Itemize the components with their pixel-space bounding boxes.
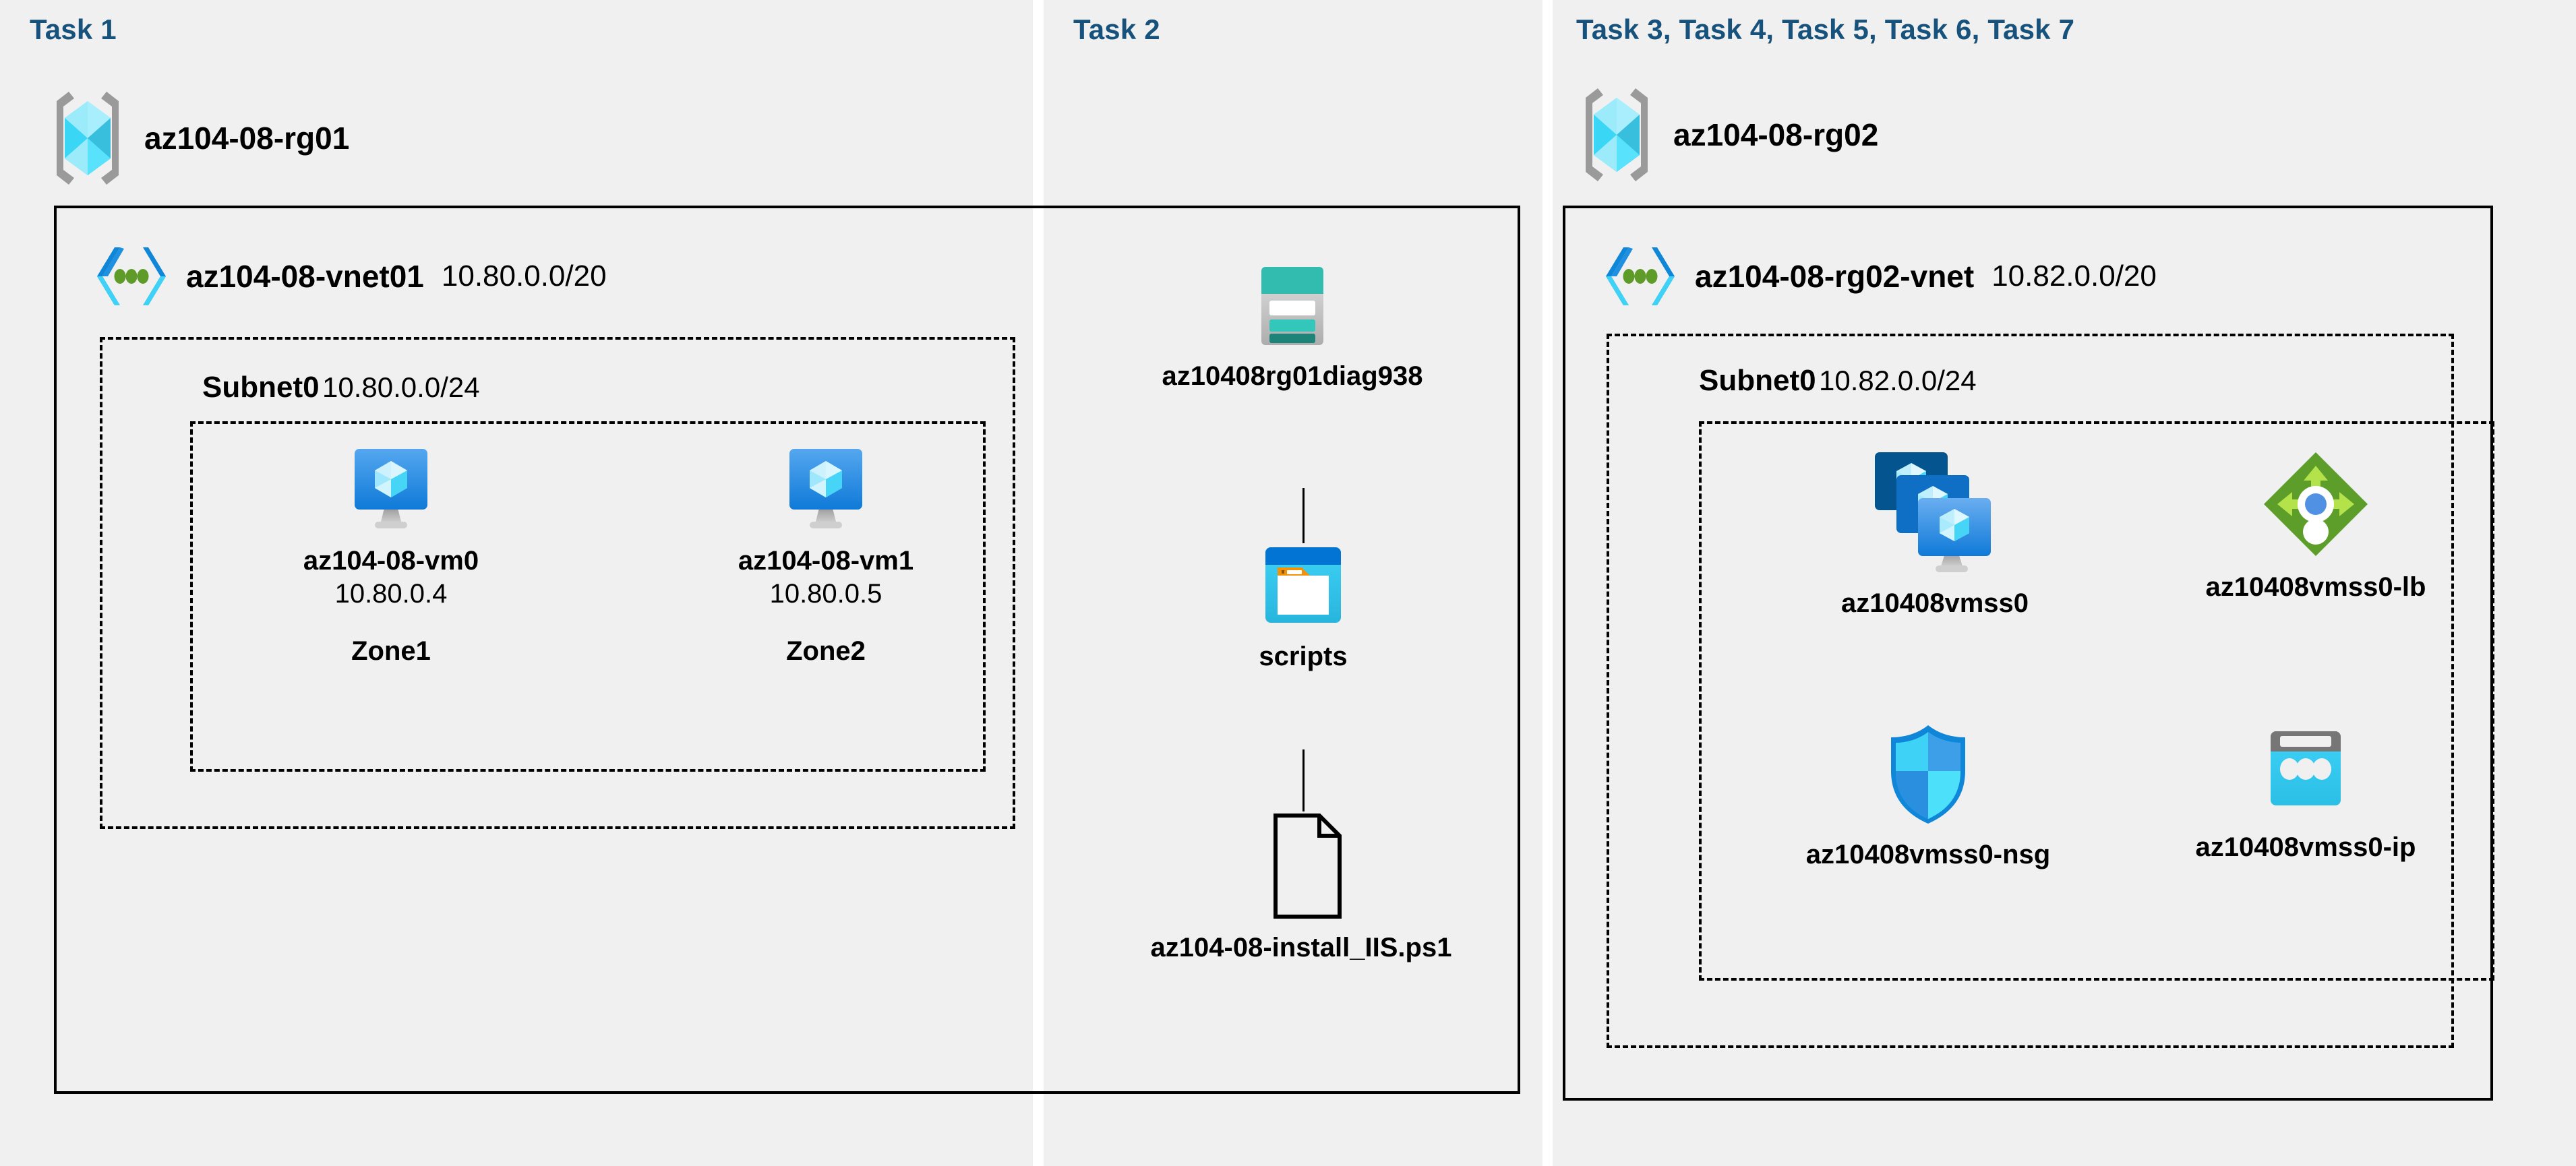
task1-vm0-zone: Zone1 <box>351 636 431 666</box>
task3-7-resource-group[interactable]: az104-08-rg02 <box>1578 84 1878 185</box>
task1-vm0-name: az104-08-vm0 <box>303 546 479 576</box>
task2-connector-container-to-file <box>1302 749 1305 811</box>
task3-7-vmss-name: az10408vmss0 <box>1840 588 2029 618</box>
task3-7-resources-box <box>1699 421 2494 981</box>
task2-storage-account-node[interactable]: az10408rg01diag938 <box>1162 263 1422 392</box>
task3-7-public-ip-node[interactable]: az10408vmss0-ip <box>2144 725 2467 863</box>
task3-7-vnet-cidr: 10.82.0.0/20 <box>1991 259 2157 293</box>
task1-subnet-box <box>100 337 1015 829</box>
network-security-group-icon <box>1884 721 1972 828</box>
task3-7-subnet-header: Subnet0 10.82.0.0/24 <box>1699 364 1977 398</box>
task1-resource-group-name: az104-08-rg01 <box>144 121 350 156</box>
task2-file-name: az104-08-install_IIS.ps1 <box>1150 933 1452 962</box>
task2-label: Task 2 <box>1073 13 1160 45</box>
task2-connector-storage-to-container <box>1302 488 1305 543</box>
task1-vm1-name: az104-08-vm1 <box>738 546 914 576</box>
task1-panel <box>0 0 1033 1166</box>
task3-7-label: Task 3, Task 4, Task 5, Task 6, Task 7 <box>1576 13 2075 45</box>
task3-7-vnet-name: az104-08-rg02-vnet <box>1695 259 1975 294</box>
task3-7-public-ip-name: az10408vmss0-ip <box>2195 832 2416 862</box>
virtual-machine-icon <box>785 445 866 534</box>
task1-vnet-box <box>54 206 1520 1094</box>
virtual-machine-icon <box>351 445 431 534</box>
task3-7-nsg-name: az10408vmss0-nsg <box>1805 840 2051 869</box>
file-document-icon <box>1257 811 1345 921</box>
task2-storage-account-name: az10408rg01diag938 <box>1162 361 1423 391</box>
task1-vm0-ip: 10.80.0.4 <box>334 579 448 609</box>
resource-group-icon <box>1578 84 1656 185</box>
task3-7-resource-group-name: az104-08-rg02 <box>1673 117 1879 152</box>
load-balancer-icon <box>2260 448 2372 560</box>
virtual-network-icon <box>1603 239 1677 313</box>
blob-container-icon <box>1260 543 1346 630</box>
task1-subnet-header: Subnet0 10.80.0.0/24 <box>202 371 480 404</box>
task1-vnet-name: az104-08-vnet01 <box>186 259 424 294</box>
task1-vm1-ip: 10.80.0.5 <box>769 579 882 609</box>
storage-account-icon <box>1251 263 1334 349</box>
public-ip-address-icon <box>2261 725 2350 820</box>
vm-scale-set-icon <box>1871 448 1999 576</box>
task1-vm1-zone: Zone2 <box>786 636 866 666</box>
task1-vm1-node[interactable]: az104-08-vm1 10.80.0.5 Zone2 <box>701 445 951 667</box>
task1-subnet-name: Subnet0 <box>202 371 320 404</box>
virtual-network-icon <box>94 239 169 313</box>
task3-7-load-balancer-node[interactable]: az10408vmss0-lb <box>2154 448 2478 603</box>
task2-blob-container-name: scripts <box>1259 642 1348 671</box>
task3-7-panel <box>1553 0 2576 1166</box>
task1-availability-zone-box <box>190 421 986 772</box>
task1-subnet-cidr: 10.80.0.0/24 <box>322 371 480 403</box>
task2-file-node[interactable]: az104-08-install_IIS.ps1 <box>1146 811 1456 963</box>
task2-blob-container-node[interactable]: scripts <box>1192 543 1414 672</box>
task1-resource-group[interactable]: az104-08-rg01 <box>49 88 349 189</box>
task3-7-subnet-name: Subnet0 <box>1699 364 1816 397</box>
task3-7-subnet-box <box>1607 334 2454 1048</box>
resource-group-icon <box>49 88 127 189</box>
task3-7-vnet-header[interactable]: az104-08-rg02-vnet 10.82.0.0/20 <box>1603 239 2157 313</box>
task3-7-vmss-node[interactable]: az10408vmss0 <box>1773 448 2097 619</box>
task1-label: Task 1 <box>30 13 117 45</box>
task3-7-load-balancer-name: az10408vmss0-lb <box>2205 572 2426 602</box>
task3-7-subnet-cidr: 10.82.0.0/24 <box>1819 365 1977 396</box>
task1-vm0-node[interactable]: az104-08-vm0 10.80.0.4 Zone1 <box>266 445 516 667</box>
task1-vnet-header[interactable]: az104-08-vnet01 10.80.0.0/20 <box>94 239 607 313</box>
task3-7-nsg-node[interactable]: az10408vmss0-nsg <box>1766 721 2090 870</box>
task1-vnet-cidr: 10.80.0.0/20 <box>441 259 607 293</box>
